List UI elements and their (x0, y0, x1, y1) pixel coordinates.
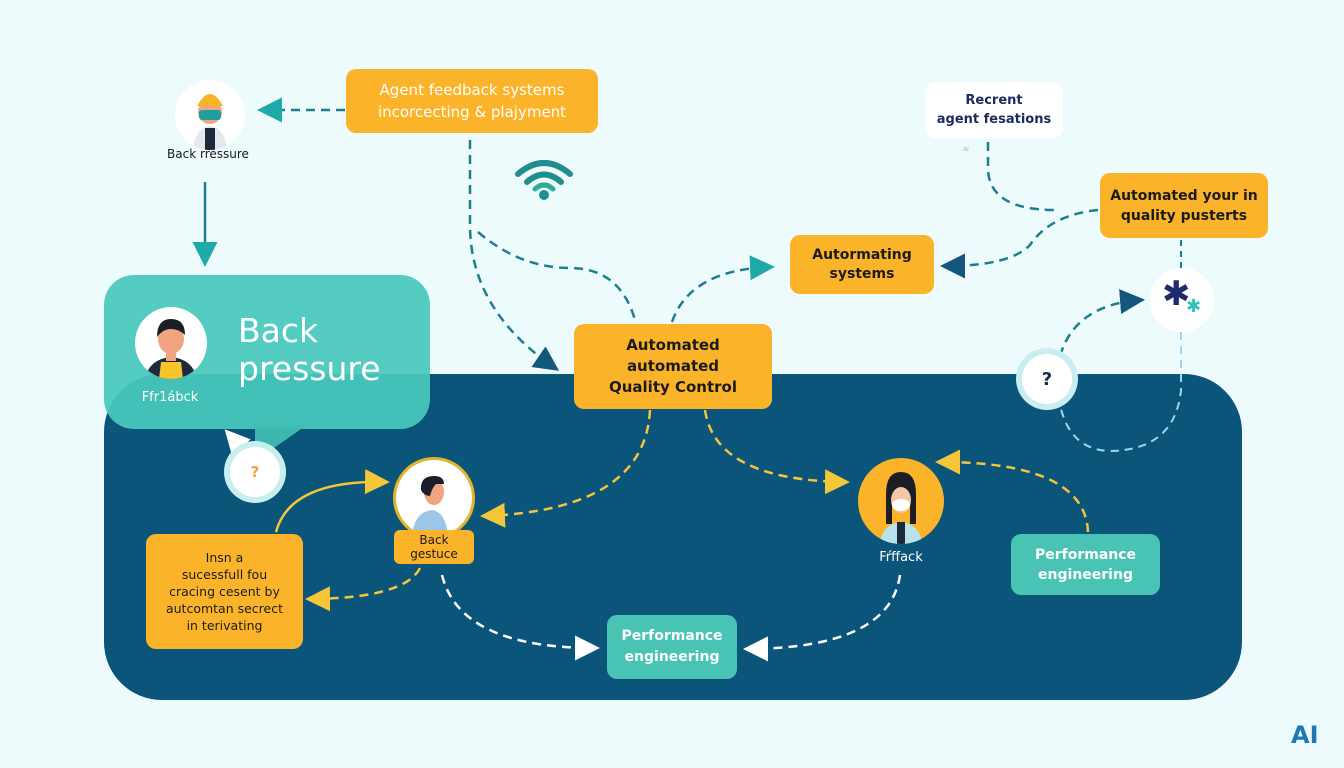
asterisk-big-icon: ✱ (1162, 274, 1191, 314)
automated-quality-line2: quality pusterts (1120, 207, 1248, 224)
perf-bottom-line2: engineering (624, 649, 720, 665)
perf-right-line2: engineering (1038, 566, 1133, 583)
bubble-title: Back pressure (238, 312, 381, 388)
person-mask-icon (880, 472, 922, 544)
successful-process-box[interactable]: Insn a sucessfull fou cracing cesent by … (146, 534, 303, 649)
bubble-avatar-label: Ffr1ábck (141, 390, 199, 405)
question-right-icon: ? (1041, 368, 1053, 390)
center-person-label-line2: gestuce (410, 547, 458, 561)
left-box-line5: in terivating (186, 618, 263, 633)
edge-recrent-curve (986, 142, 1056, 212)
agent-feedback-box[interactable]: Agent feedback systems incorcecting & pl… (346, 69, 598, 133)
recrent-line1: Recrent (965, 93, 1023, 108)
automating-line2: systems (829, 265, 895, 282)
bubble-avatar (135, 307, 207, 379)
edge-qc-to-automating (670, 255, 775, 323)
question-left-icon: ? (250, 463, 260, 481)
bubble-title-line1: Back (238, 311, 319, 350)
qc-line2: automated (626, 357, 720, 375)
asterisk-small-icon: ✱ (1186, 296, 1202, 317)
bubble-title-line2: pressure (238, 349, 381, 388)
performance-engineering-box-right[interactable]: Performance engineering (1011, 534, 1160, 595)
top-person-label: Back rressure (167, 147, 249, 161)
center-person-label: Back gestuce (394, 530, 474, 564)
ai-watermark: AI (1291, 721, 1319, 749)
qc-line1: Automated (626, 336, 720, 354)
worker-icon (193, 94, 227, 150)
left-box-line1: Insn a (205, 550, 244, 565)
automated-quality-box[interactable]: Automated your in quality pusterts (1100, 173, 1268, 238)
perf-right-line1: Performance (1034, 546, 1137, 563)
asterisk-node[interactable]: ✱ ✱ (1150, 268, 1214, 332)
question-right-bubble[interactable]: ? (1022, 354, 1072, 404)
automating-systems-box[interactable]: Autormating systems (790, 235, 934, 294)
recrent-line2: agent fesations (936, 112, 1052, 127)
agent-feedback-line2: incorcecting & plajyment (377, 103, 567, 121)
left-box-line3: cracing cesent by (169, 584, 280, 599)
perf-bottom-line1: Performance (621, 628, 723, 644)
edge-loop-to-qc (477, 231, 637, 321)
quality-control-box[interactable]: Automated automated Quality Control (574, 324, 772, 409)
qc-line3: Quality Control (608, 378, 737, 396)
left-box-line4: autcomtan secrect (165, 601, 284, 616)
top-person-avatar (175, 80, 245, 150)
wifi-icon (515, 160, 573, 200)
agent-feedback-line1: Agent feedback systems (379, 81, 565, 99)
left-box-line2: sucessfull fou (181, 567, 268, 582)
automating-line1: Autormating (812, 246, 912, 263)
question-left-bubble[interactable]: ? (230, 447, 280, 497)
center-person-label-line1: Back (419, 533, 449, 547)
person-icon (145, 319, 197, 379)
automated-quality-line1: Automated your in (1110, 187, 1258, 204)
recrent-agent-box[interactable]: Recrent agent fesations (925, 82, 1063, 138)
right-person-label: Fŕffack (879, 550, 923, 565)
right-person-avatar (858, 458, 944, 544)
performance-engineering-box-bottom[interactable]: Performance engineering (607, 615, 737, 679)
center-person-avatar (396, 460, 472, 536)
small-mark: ᴬᴵ (963, 147, 969, 157)
edge-question-to-asterisk (1058, 289, 1145, 357)
person-side-icon (412, 476, 448, 536)
edge-right-to-automating (940, 208, 1099, 279)
